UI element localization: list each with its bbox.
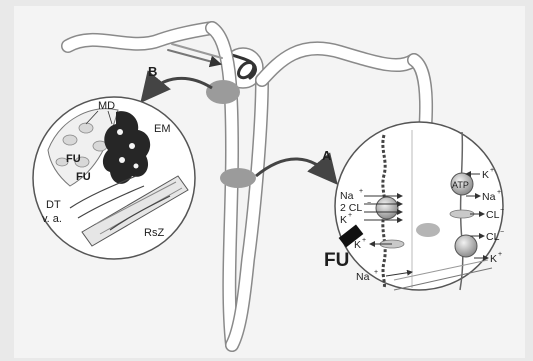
label-a: A	[322, 148, 332, 163]
label-cl-minus-2: CL	[486, 231, 500, 243]
svg-text:−: −	[500, 229, 504, 236]
label-k-plus-right: K	[482, 169, 489, 181]
label-k-plus-1: K	[340, 214, 347, 226]
arrow-b	[146, 78, 212, 96]
nkcc2-transporter	[376, 197, 398, 219]
thick-ascending-limb-region	[220, 168, 256, 188]
label-em: EM	[154, 123, 171, 135]
label-rsz: RsZ	[144, 227, 164, 239]
label-fu-1: FU	[66, 153, 81, 165]
svg-text:−: −	[367, 200, 371, 207]
label-cl-minus-1: CL	[486, 209, 500, 221]
svg-text:+: +	[359, 188, 363, 195]
label-na-plus-right: Na	[482, 191, 496, 203]
svg-text:+: +	[498, 251, 502, 258]
kcl-cotransporter	[455, 235, 477, 257]
svg-text:−: −	[500, 207, 504, 214]
svg-text:+: +	[362, 237, 366, 244]
svg-text:+: +	[490, 167, 494, 174]
label-na-plus: Na	[340, 190, 354, 202]
svg-text:+: +	[497, 189, 501, 196]
label-na-plus-bottom: Na	[356, 271, 370, 283]
label-va: v. a.	[42, 213, 62, 225]
label-md: MD	[98, 100, 115, 112]
label-dt: DT	[46, 199, 61, 211]
label-atp: ATP	[452, 180, 469, 190]
left-inset: MD EM FU FU DT v. a. RsZ	[33, 97, 195, 259]
macula-densa-region	[206, 80, 240, 104]
label-fu-large: FU	[324, 250, 349, 271]
label-b: B	[148, 64, 157, 79]
arrow-a	[256, 159, 332, 178]
svg-text:+: +	[374, 269, 378, 276]
label-k-plus-right-bottom: K	[490, 253, 497, 265]
label-fu-2: FU	[76, 171, 91, 183]
nucleus	[416, 223, 440, 237]
svg-text:+: +	[348, 212, 352, 219]
label-k-plus-2: K	[354, 239, 361, 251]
right-inset: Na + 2 CL − K + K + FU Na + ATP K + Na +…	[324, 122, 504, 290]
